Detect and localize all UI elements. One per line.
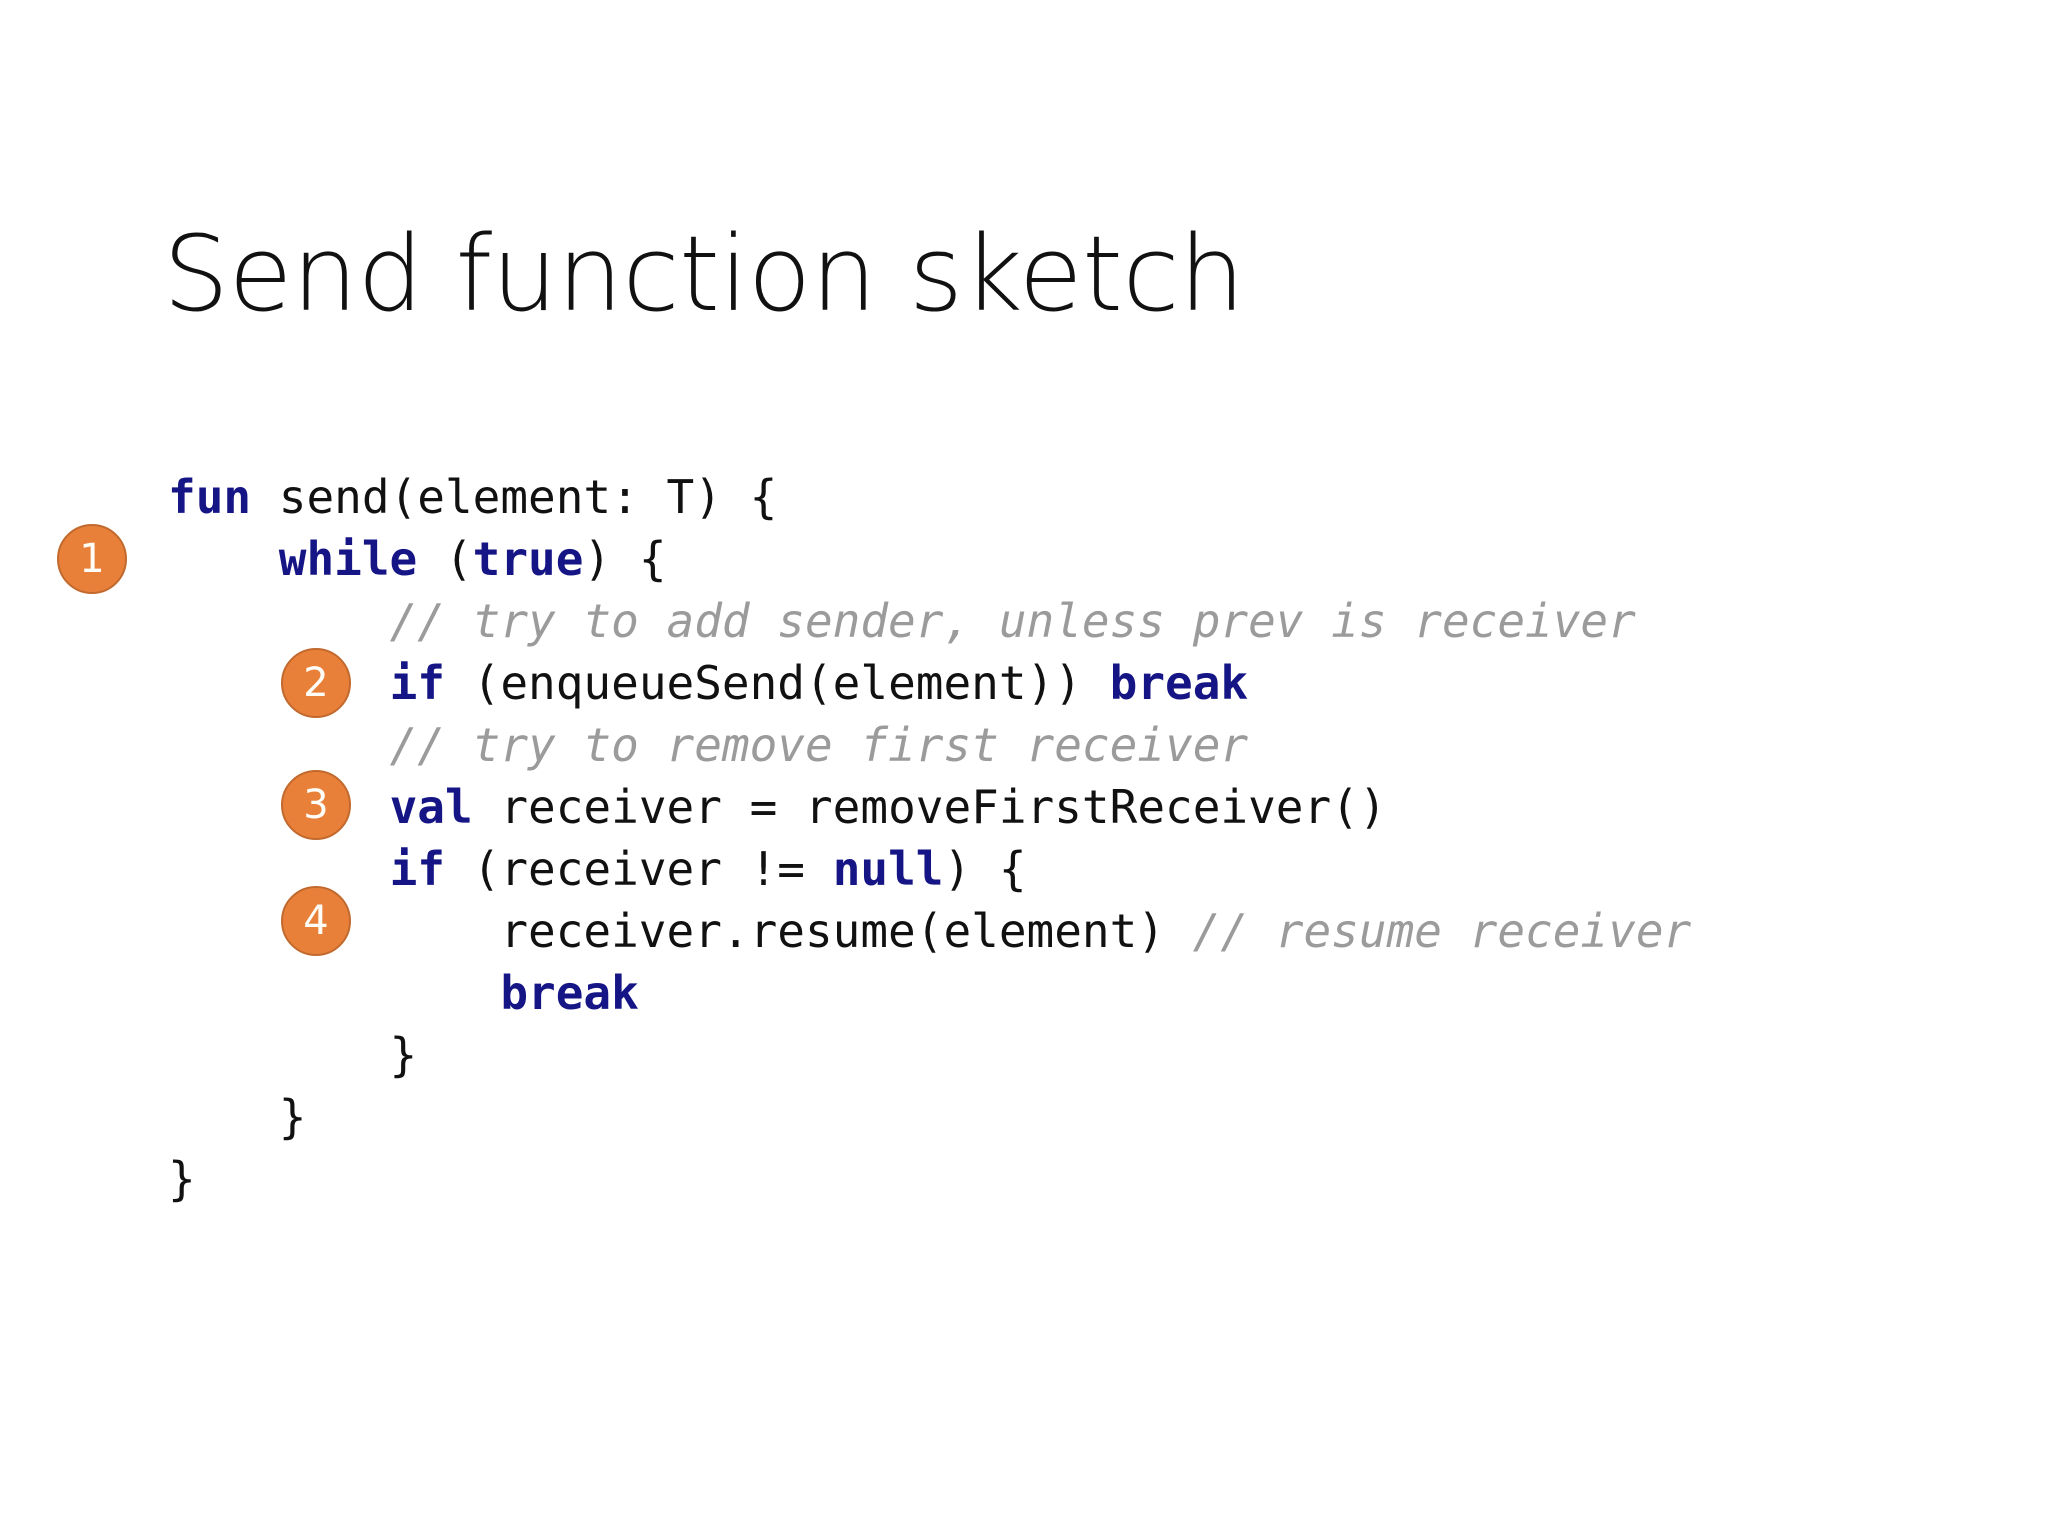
code-keyword: break xyxy=(500,966,639,1020)
code-keyword: while xyxy=(278,532,418,586)
code-line: } xyxy=(168,1024,1691,1086)
step-badge-2-label: 2 xyxy=(303,660,329,706)
code-comment: // resume receiver xyxy=(1192,904,1692,958)
step-badge-4-label: 4 xyxy=(303,898,329,944)
code-keyword: null xyxy=(832,842,944,896)
code-keyword: if xyxy=(389,842,445,896)
code-text: } xyxy=(168,1152,196,1206)
code-line: break xyxy=(168,962,1691,1024)
code-keyword: true xyxy=(472,532,584,586)
code-text: (receiver != xyxy=(444,842,833,896)
code-line: if (receiver != null) { xyxy=(168,838,1691,900)
code-text xyxy=(168,842,390,896)
code-text xyxy=(168,966,500,1020)
code-text xyxy=(168,594,390,648)
code-text: ) { xyxy=(583,532,667,586)
code-text: send(element: T) { xyxy=(251,470,778,524)
code-keyword: break xyxy=(1109,656,1249,710)
step-badge-4: 4 xyxy=(281,886,351,956)
step-badge-2: 2 xyxy=(281,648,351,718)
step-badge-1: 1 xyxy=(57,524,127,594)
page-title: Send function sketch xyxy=(163,212,1245,335)
code-comment: // try to add sender, unless prev is rec… xyxy=(389,594,1636,648)
code-keyword: fun xyxy=(168,470,252,524)
code-text: receiver.resume(element) xyxy=(168,904,1193,958)
step-badge-3: 3 xyxy=(281,770,351,840)
code-line: // try to remove first receiver xyxy=(168,714,1691,776)
code-text xyxy=(168,532,279,586)
code-block: fun send(element: T) { while (true) { //… xyxy=(168,466,1691,1210)
code-text: receiver = removeFirstReceiver() xyxy=(472,780,1387,834)
code-keyword: val xyxy=(389,780,473,834)
code-line: receiver.resume(element) // resume recei… xyxy=(168,900,1691,962)
step-badge-3-label: 3 xyxy=(303,782,329,828)
code-text: } xyxy=(168,1028,418,1082)
code-line: val receiver = removeFirstReceiver() xyxy=(168,776,1691,838)
code-line: // try to add sender, unless prev is rec… xyxy=(168,590,1691,652)
code-text xyxy=(168,656,390,710)
code-line: } xyxy=(168,1148,1691,1210)
code-text: ) { xyxy=(943,842,1027,896)
code-text: } xyxy=(168,1090,307,1144)
code-keyword: if xyxy=(389,656,445,710)
code-text xyxy=(168,780,390,834)
code-line: while (true) { xyxy=(168,528,1691,590)
code-text: (enqueueSend(element)) xyxy=(444,656,1110,710)
code-line: fun send(element: T) { xyxy=(168,466,1691,528)
code-comment: // try to remove first receiver xyxy=(389,718,1249,772)
code-line: if (enqueueSend(element)) break xyxy=(168,652,1691,714)
code-text: ( xyxy=(417,532,473,586)
code-text xyxy=(168,718,390,772)
code-line: } xyxy=(168,1086,1691,1148)
step-badge-1-label: 1 xyxy=(79,536,105,582)
